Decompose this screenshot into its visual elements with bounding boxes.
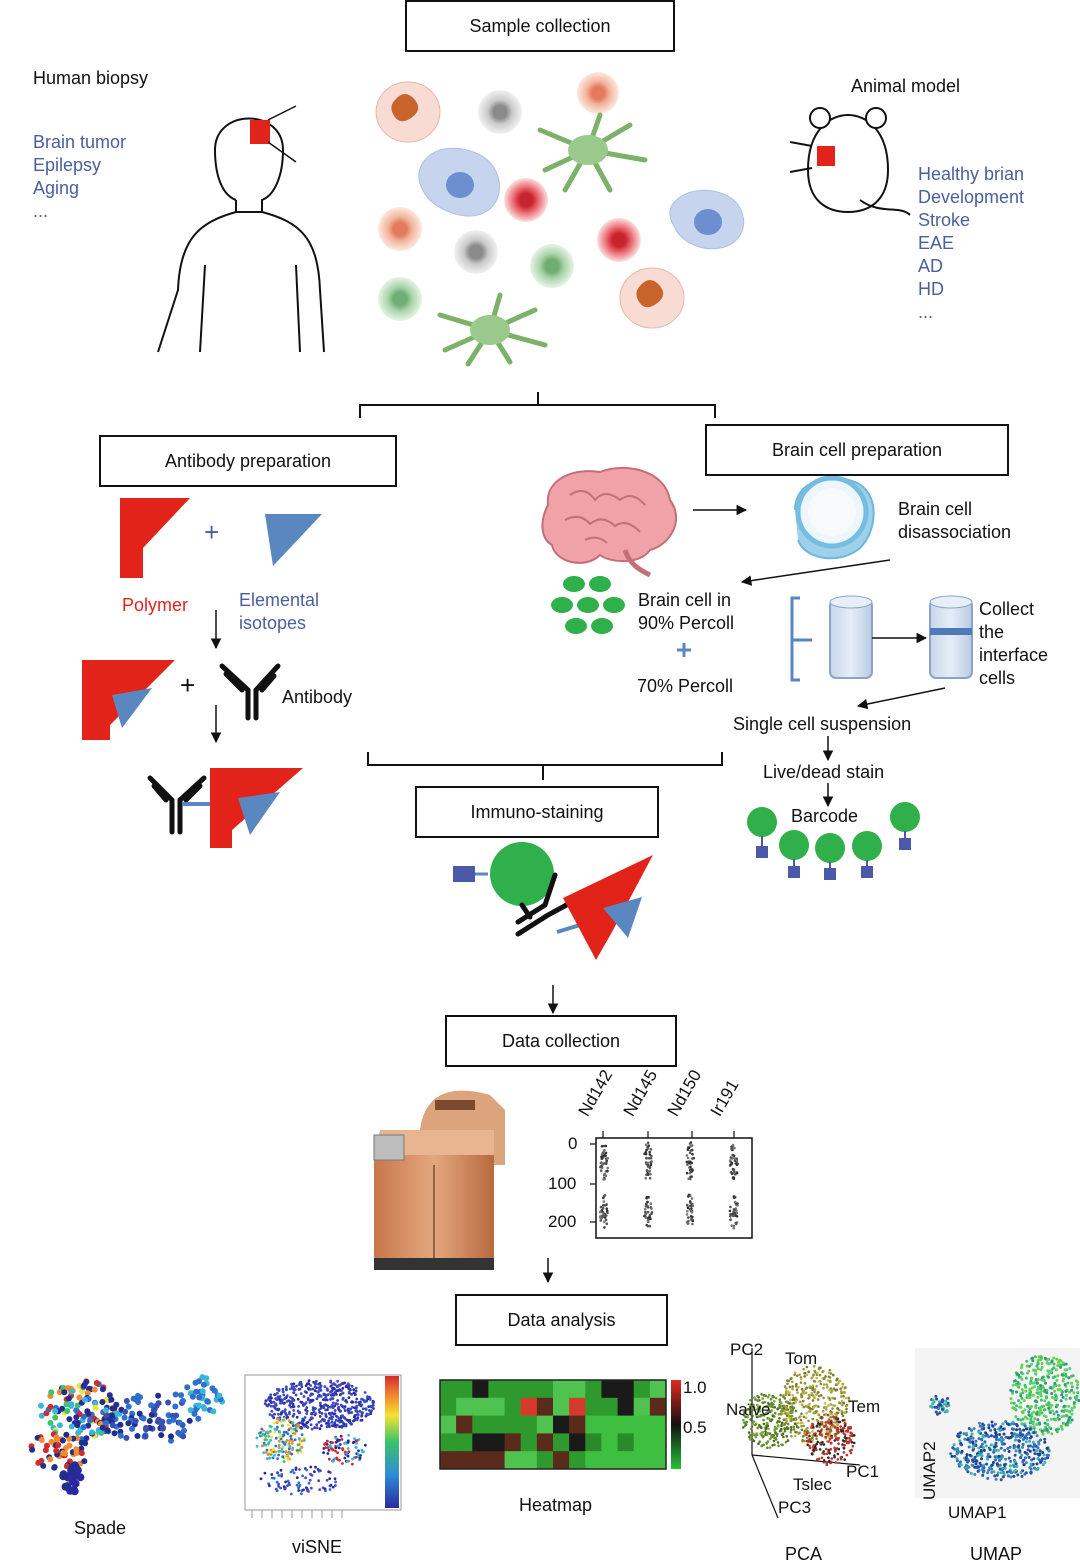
animal-model-item: EAE bbox=[918, 233, 955, 253]
dotplot-tick-200: 200 bbox=[548, 1212, 577, 1231]
human-condition-item: Brain tumor bbox=[33, 132, 127, 152]
animal-model-item: ... bbox=[918, 302, 934, 322]
barcoded-cells-icon bbox=[747, 802, 920, 880]
heatmap-scale-high: 1.0 bbox=[683, 1378, 707, 1397]
plus-sign-2: + bbox=[180, 670, 196, 700]
disassociation-label-2: disassociation bbox=[898, 522, 1012, 542]
animal-model-item: Development bbox=[918, 187, 1025, 207]
conjugated-antibody-icon bbox=[147, 768, 303, 848]
umap2-label: UMAP2 bbox=[920, 1441, 939, 1500]
percoll90-label-1: Brain cell in bbox=[638, 590, 732, 610]
centrifuge-tube-before-icon bbox=[829, 595, 873, 679]
brain-cell-preparation-label: Brain cell preparation bbox=[771, 439, 943, 460]
brain-region-marker-mouse bbox=[817, 146, 835, 166]
spade-label: Spade bbox=[74, 1518, 127, 1538]
heatmap-scale-mid: 0.5 bbox=[683, 1418, 707, 1437]
animal-model-item: Healthy brian bbox=[918, 164, 1025, 184]
pca-tom: Tom bbox=[785, 1349, 818, 1368]
dotplot-events bbox=[598, 1141, 739, 1230]
isotope-shape bbox=[265, 514, 322, 566]
human-conditions-list: Brain tumor Epilepsy Aging ... bbox=[33, 131, 126, 223]
animal-model-title: Animal model bbox=[851, 76, 961, 96]
heatmap-colorbar bbox=[671, 1380, 681, 1469]
collect-line: cells bbox=[979, 668, 1016, 688]
elemental-isotopes-label-2: isotopes bbox=[239, 613, 307, 633]
brain-icon bbox=[541, 466, 677, 578]
umap-label: UMAP bbox=[970, 1544, 1023, 1564]
mass-cytometer-icon bbox=[373, 1090, 505, 1270]
antibody-icon bbox=[219, 663, 281, 721]
visne-colorbar bbox=[385, 1376, 399, 1508]
collect-line: Collect bbox=[979, 599, 1035, 619]
pca-pc1: PC1 bbox=[846, 1462, 880, 1481]
heatmap-grid bbox=[440, 1380, 667, 1470]
pca-tem: Tem bbox=[848, 1397, 881, 1416]
barcode-label: Barcode bbox=[791, 806, 859, 826]
spade-plot bbox=[28, 1374, 226, 1496]
single-cell-suspension-label: Single cell suspension bbox=[733, 714, 912, 734]
pca-pc3: PC3 bbox=[778, 1498, 812, 1517]
data-collection-box: Data collection bbox=[445, 1015, 677, 1067]
visne-label: viSNE bbox=[292, 1537, 343, 1557]
dotplot-tick-0: 0 bbox=[568, 1134, 578, 1153]
percoll70-label: 70% Percoll bbox=[637, 676, 734, 696]
cell-strainer-icon bbox=[794, 475, 875, 560]
brain-cells-icon bbox=[551, 576, 625, 634]
human-condition-item: ... bbox=[33, 201, 49, 221]
dotplot-frame bbox=[595, 1137, 753, 1239]
immune-cells-cluster bbox=[375, 72, 745, 367]
antibody-label: Antibody bbox=[282, 687, 353, 707]
mouse-icon bbox=[789, 107, 911, 216]
live-dead-stain-label: Live/dead stain bbox=[763, 762, 885, 782]
umap1-label: UMAP1 bbox=[948, 1503, 1007, 1522]
sample-collection-label: Sample collection bbox=[469, 15, 611, 36]
pca-label: PCA bbox=[785, 1544, 823, 1564]
polymer-label: Polymer bbox=[122, 595, 189, 615]
human-condition-item: Epilepsy bbox=[33, 155, 102, 175]
brain-region-marker-human bbox=[250, 120, 270, 144]
antibody-preparation-label: Antibody preparation bbox=[164, 450, 332, 471]
human-silhouette-icon bbox=[157, 117, 325, 353]
brain-cell-preparation-box: Brain cell preparation bbox=[705, 424, 1009, 476]
visne-plot bbox=[255, 1379, 375, 1496]
collect-interface-label: Collect the interface cells bbox=[979, 598, 1048, 690]
data-analysis-box: Data analysis bbox=[455, 1294, 668, 1346]
polymer-shape bbox=[120, 498, 190, 578]
pca-tslec: Tslec bbox=[793, 1475, 832, 1494]
animal-model-item: Stroke bbox=[918, 210, 971, 230]
umap-plot bbox=[929, 1355, 1080, 1482]
dotplot-tick-100: 100 bbox=[548, 1174, 577, 1193]
sample-collection-box: Sample collection bbox=[405, 0, 675, 52]
immuno-staining-label: Immuno-staining bbox=[470, 801, 604, 822]
pca-plot bbox=[742, 1348, 861, 1519]
antibody-preparation-box: Antibody preparation bbox=[99, 435, 397, 487]
percoll90-label-2: 90% Percoll bbox=[638, 613, 735, 633]
immuno-staining-box: Immuno-staining bbox=[415, 786, 659, 838]
data-analysis-label: Data analysis bbox=[507, 1309, 616, 1330]
heatmap-label: Heatmap bbox=[519, 1495, 593, 1515]
animal-model-item: HD bbox=[918, 279, 944, 299]
collect-line: interface bbox=[979, 645, 1049, 665]
data-collection-label: Data collection bbox=[501, 1030, 621, 1051]
collect-line: the bbox=[979, 622, 1005, 642]
animal-model-item: AD bbox=[918, 256, 944, 276]
plus-sign-1: + bbox=[204, 517, 220, 547]
pca-naive: Naïve bbox=[726, 1400, 771, 1419]
animal-models-list: Healthy brian Development Stroke EAE AD … bbox=[918, 163, 1024, 324]
immuno-staining-icon bbox=[453, 842, 653, 960]
disassociation-label-1: Brain cell bbox=[898, 499, 973, 519]
elemental-isotopes-label-1: Elemental bbox=[239, 590, 320, 610]
pca-pc2: PC2 bbox=[730, 1340, 764, 1359]
human-condition-item: Aging bbox=[33, 178, 80, 198]
centrifuge-tube-after-icon bbox=[929, 595, 973, 679]
human-biopsy-title: Human biopsy bbox=[33, 68, 149, 88]
